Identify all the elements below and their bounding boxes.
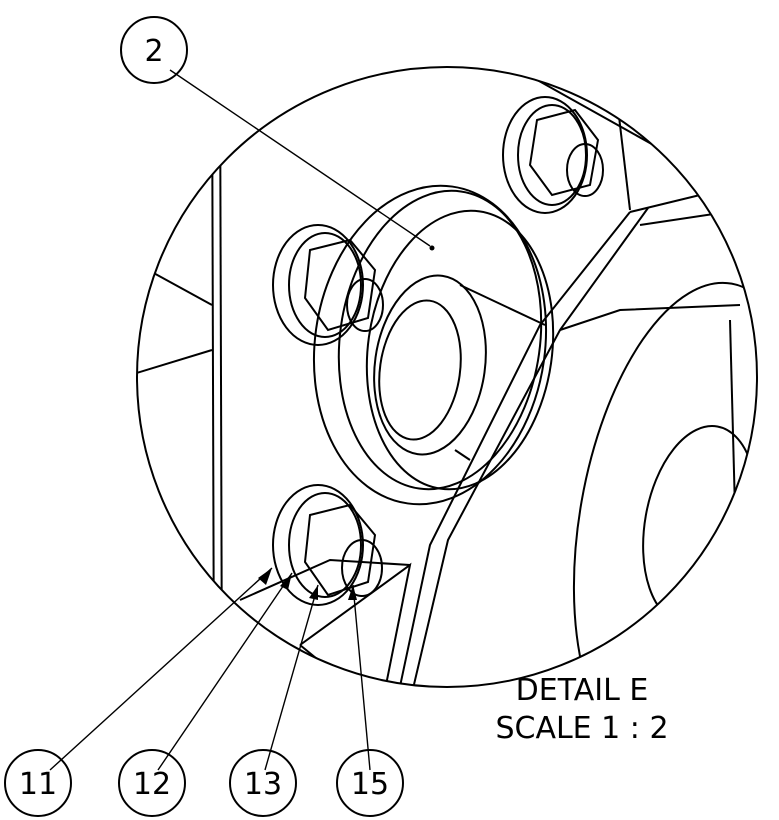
balloon-2: 2 xyxy=(120,16,188,84)
balloon-13: 13 xyxy=(229,749,297,817)
shaft xyxy=(373,274,546,461)
leader-lines xyxy=(49,69,431,771)
balloon-2-label: 2 xyxy=(144,34,163,69)
detail-view xyxy=(137,67,757,687)
detail-circle xyxy=(136,66,758,688)
balloon-13-label: 13 xyxy=(244,767,282,802)
detail-title: DETAIL E xyxy=(516,673,649,708)
balloon-11-label: 11 xyxy=(19,767,57,802)
diagonal-arm xyxy=(394,207,741,687)
balloon-12: 12 xyxy=(118,749,186,817)
bolt-top-right xyxy=(502,96,604,214)
bolt-upper-left xyxy=(272,224,384,346)
upper-plate xyxy=(469,67,757,213)
detail-scale: SCALE 1 : 2 xyxy=(495,711,668,746)
bolt-lower-left xyxy=(272,484,383,606)
left-frame-plate xyxy=(137,67,223,687)
balloon-15-label: 15 xyxy=(351,767,389,802)
balloon-12-label: 12 xyxy=(133,767,171,802)
balloon-11: 11 xyxy=(4,749,72,817)
balloon-15: 15 xyxy=(336,749,404,817)
